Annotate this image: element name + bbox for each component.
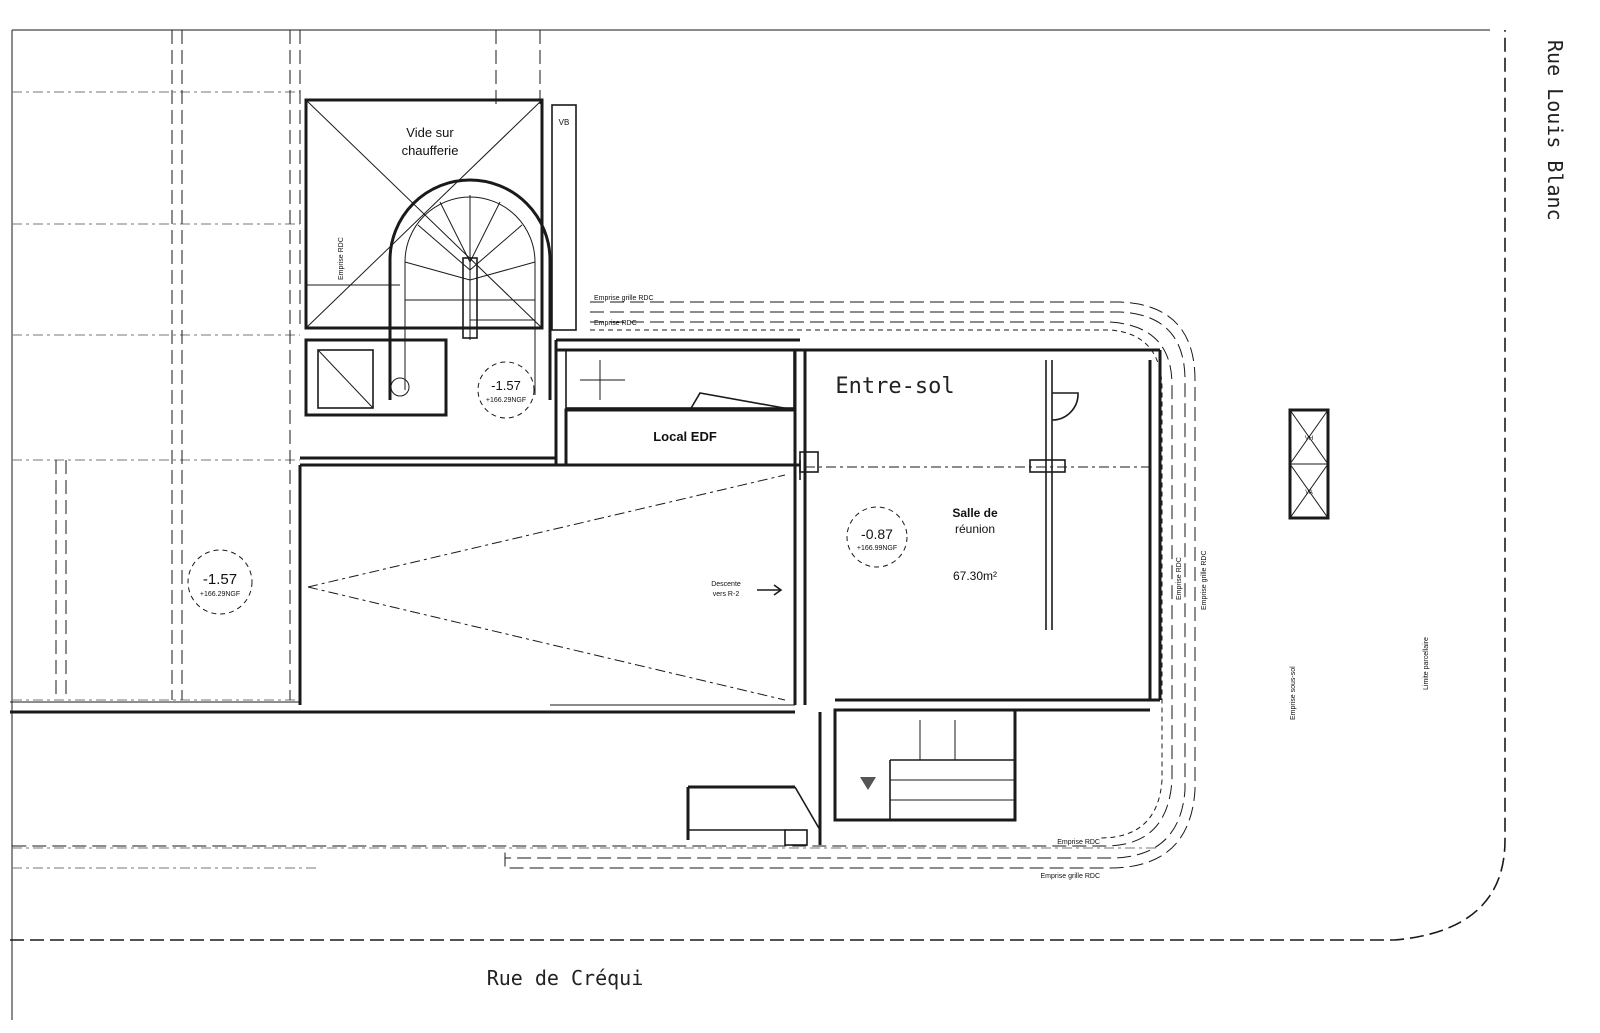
vent-boxes: VH VA [1288,408,1330,520]
level-ngf: +166.29NGF [486,397,526,404]
level-marker-stair: -1.57 +166.29NGF [477,361,535,419]
emprise-rdc-label-left: Emprise RDC [338,237,345,280]
limite-parcellaire-label: Limite parcellaire [1423,637,1430,690]
vide-label-line1: Vide sur [406,125,454,140]
salle-label-line2: réunion [955,522,995,536]
salle-label-line1: Salle de [952,506,998,520]
emprise-rdc-label-top: Emprise RDC [594,320,637,327]
spiral-staircase [388,178,552,400]
service-room [565,349,795,409]
vide-chaufferie-room: Vide sur chaufferie [304,98,544,330]
meeting-room: Entre-sol -0.87 +166.99NGF Salle de réun… [805,360,1150,630]
emprise-rdc-label-bottom: Emprise RDC [1057,839,1100,846]
descente-label-line2: vers R-2 [713,591,740,598]
level-marker-left: -1.57 +166.29NGF [187,549,253,615]
vb-label: VB [559,118,570,127]
level-value: -0.87 [861,526,893,542]
level-value: -1.57 [491,378,521,393]
lift-area [304,338,448,417]
va-label: VA [1305,490,1313,496]
vb-duct: VB [551,104,577,331]
salle-area: 67.30m² [953,569,997,583]
lower-stairs [686,708,1017,846]
emprise-sous-sol-label: Emprise sous-sol [1290,666,1297,720]
local-edf-label: Local EDF [653,429,717,444]
emprise-grille-label-bottom: Emprise grille RDC [1040,873,1100,880]
emprise-rdc-label-right: Emprise RDC [1176,557,1183,600]
level-ngf: +166.99NGF [857,545,897,552]
street-rue-louis-blanc: Rue Louis Blanc [1543,40,1567,221]
emprise-outlines [12,301,1196,869]
annotations: Emprise grille RDC Emprise RDC Emprise R… [338,237,1430,880]
street-rue-de-crequi: Rue de Créqui [487,966,644,990]
parcel-limit [10,30,1506,941]
level-ngf: +166.29NGF [200,591,240,598]
entre-sol-label: Entre-sol [835,374,954,399]
emprise-grille-label-right: Emprise grille RDC [1201,550,1208,610]
vide-label-line2: chaufferie [402,143,459,158]
local-edf-room: Local EDF [564,392,797,467]
level-value: -1.57 [203,571,237,588]
sheet-frame [11,29,1490,1020]
emprise-grille-label-top: Emprise grille RDC [594,295,654,302]
vh-label: VH [1305,436,1313,442]
structural-grid [12,30,1160,869]
descente-ramp: Descente vers R-2 [307,474,786,701]
descente-label-line1: Descente [711,581,741,588]
